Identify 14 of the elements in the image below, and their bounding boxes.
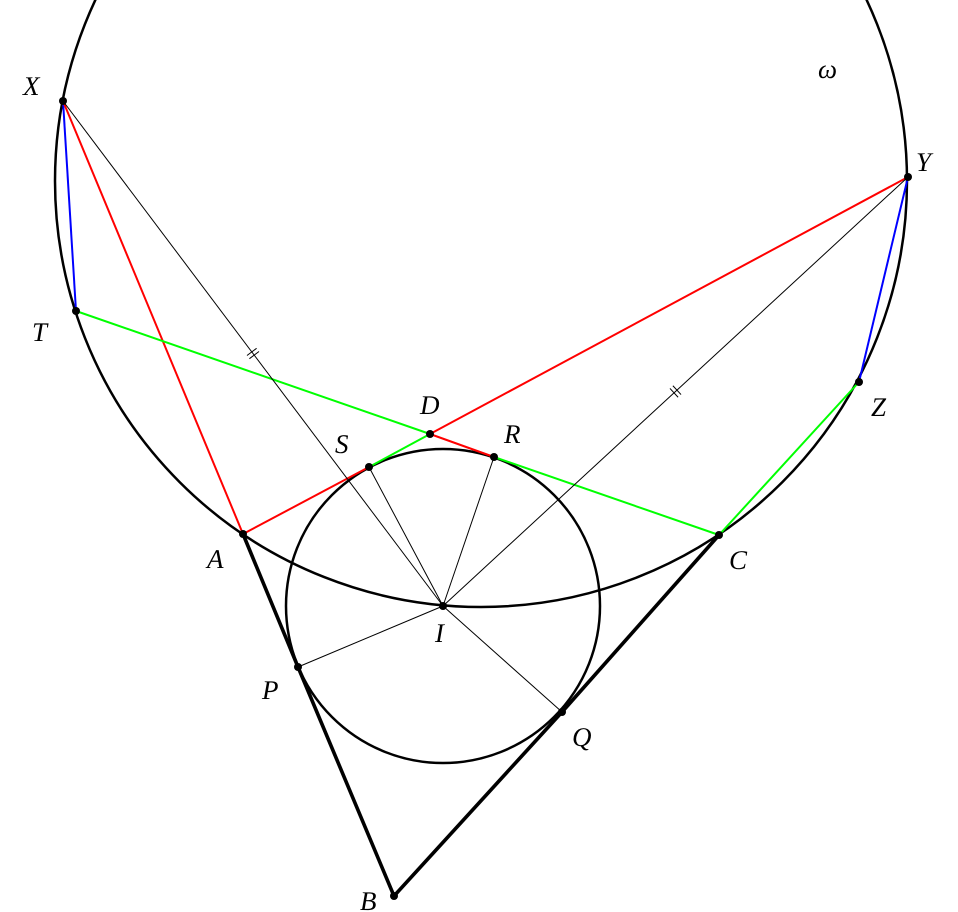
point-label: Z (871, 394, 886, 421)
point-label: P (262, 677, 278, 704)
point-label: S (335, 431, 348, 458)
point-label: T (32, 319, 48, 346)
point-label: Y (916, 149, 932, 176)
point-label: R (504, 421, 520, 448)
point-label: A (207, 546, 224, 573)
point-label: D (420, 392, 440, 419)
point-label: Q (572, 724, 592, 751)
point-label: C (729, 547, 748, 574)
point-label: I (435, 620, 444, 647)
point-label: X (23, 73, 40, 100)
point-label: B (360, 888, 376, 912)
circle-label: ω (818, 56, 838, 83)
